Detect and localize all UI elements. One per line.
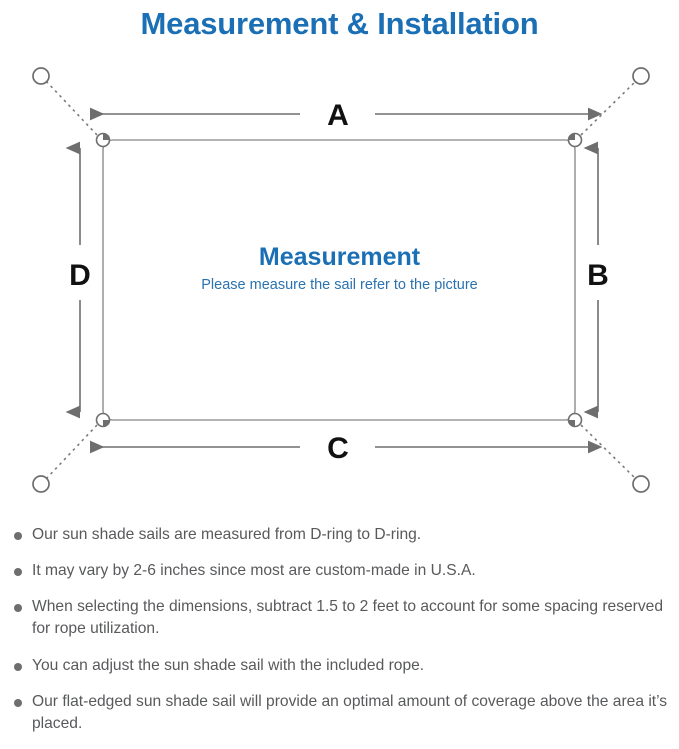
list-item: You can adjust the sun shade sail with t…	[8, 655, 676, 677]
bullet-dot-icon	[14, 532, 22, 540]
list-item-text: It may vary by 2-6 inches since most are…	[32, 562, 476, 580]
anchor-point-bottom-left	[32, 475, 50, 493]
d-ring-top-right	[567, 132, 583, 148]
rope-line-bottom-left	[45, 424, 98, 480]
bullet-dot-icon	[14, 604, 22, 613]
d-ring-bottom-right	[567, 412, 583, 428]
anchor-point-top-right	[632, 67, 650, 85]
rope-line-top-right	[580, 80, 637, 136]
notes-list: Our sun shade sails are measured from D-…	[8, 524, 676, 749]
list-item: Our flat-edged sun shade sail will provi…	[8, 691, 676, 735]
measurement-diagram: A C D B Measurement Please measure the	[0, 55, 679, 515]
d-ring-top-left	[95, 132, 111, 148]
rope-line-bottom-right	[580, 424, 637, 480]
dimension-label-b: B	[587, 259, 609, 292]
list-item-text: Our sun shade sails are measured from D-…	[32, 526, 422, 543]
list-item: Our sun shade sails are measured from D-…	[8, 524, 676, 546]
list-item: When selecting the dimensions, subtract …	[8, 596, 676, 640]
anchor-point-bottom-right	[632, 475, 650, 493]
diagram-svg: A C D B	[32, 67, 650, 493]
list-item-text: When selecting the dimensions, subtract …	[32, 598, 664, 638]
bullet-dot-icon	[14, 698, 22, 707]
bullet-dot-icon	[14, 662, 22, 671]
sail-body	[102, 139, 576, 421]
list-item-text: You can adjust the sun shade sail with t…	[32, 656, 425, 674]
rope-line-top-left	[45, 80, 98, 136]
d-ring-bottom-left	[95, 412, 111, 428]
dimension-label-a: A	[327, 99, 349, 132]
bullet-dot-icon	[14, 568, 22, 577]
dimension-label-d: D	[69, 259, 91, 292]
list-item: It may vary by 2-6 inches since most are…	[8, 560, 676, 582]
page-title: Measurement & Installation	[140, 6, 539, 41]
dimension-label-c: C	[327, 432, 349, 465]
anchor-point-top-left	[32, 67, 50, 85]
list-item-text: Our flat-edged sun shade sail will provi…	[32, 692, 668, 732]
